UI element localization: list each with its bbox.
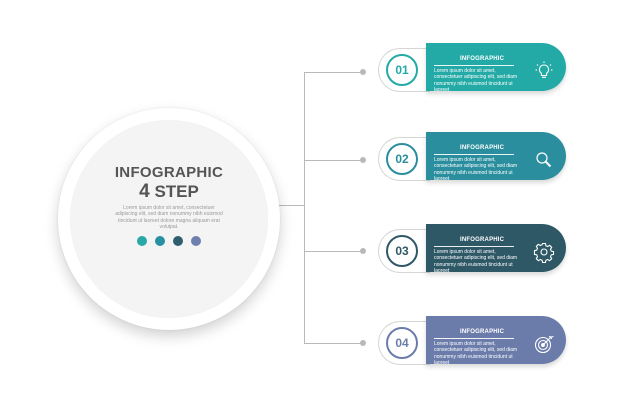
step-3-underline (434, 246, 514, 247)
step-2-number: 02 (386, 143, 418, 175)
step-1-underline (434, 65, 514, 66)
connector-node-4 (360, 340, 366, 346)
step-1-title: INFOGRAPHIC (460, 56, 505, 62)
step-3-number: 03 (386, 235, 418, 267)
connector-branch-2 (304, 160, 362, 161)
main-subtitle: 4 STEP (70, 181, 268, 203)
main-circle-inner (70, 120, 268, 318)
step-1-number: 01 (386, 54, 418, 86)
main-body-text: Lorem ipsum dolor sit amet, consectetuer… (115, 205, 223, 230)
step-3-title: INFOGRAPHIC (460, 237, 505, 243)
connector-branch-3 (304, 251, 362, 252)
gear-icon (533, 242, 555, 263)
step-1-body: Lorem ipsum dolor sit amet, consectetuer… (434, 68, 518, 93)
color-dot-2 (155, 236, 165, 246)
lightbulb-icon (535, 61, 553, 78)
main-step-count: 4 (139, 181, 150, 202)
connector-branch-4 (304, 343, 362, 344)
target-icon (534, 335, 554, 354)
color-dot-4 (191, 236, 201, 246)
connector-trunk (304, 72, 305, 344)
step-3-card (426, 224, 566, 272)
step-2-card (426, 132, 566, 180)
connector-branch-1 (304, 72, 362, 73)
step-4-body: Lorem ipsum dolor sit amet, consectetuer… (434, 341, 518, 366)
color-dot-1 (137, 236, 147, 246)
step-4-number: 04 (386, 327, 418, 359)
step-1-card (426, 43, 566, 91)
color-dot-3 (173, 236, 183, 246)
connector-node-1 (360, 69, 366, 75)
step-2-title: INFOGRAPHIC (460, 145, 505, 151)
connector-stub (278, 205, 304, 206)
step-2-underline (434, 154, 514, 155)
connector-node-2 (360, 157, 366, 163)
step-2-body: Lorem ipsum dolor sit amet, consectetuer… (434, 157, 518, 182)
main-step-label: STEP (154, 182, 199, 201)
magnifier-icon (536, 152, 552, 168)
step-4-title: INFOGRAPHIC (460, 329, 505, 335)
connector-node-3 (360, 248, 366, 254)
step-3-body: Lorem ipsum dolor sit amet, consectetuer… (434, 249, 518, 274)
step-4-underline (434, 338, 514, 339)
main-title: INFOGRAPHIC (114, 164, 224, 181)
